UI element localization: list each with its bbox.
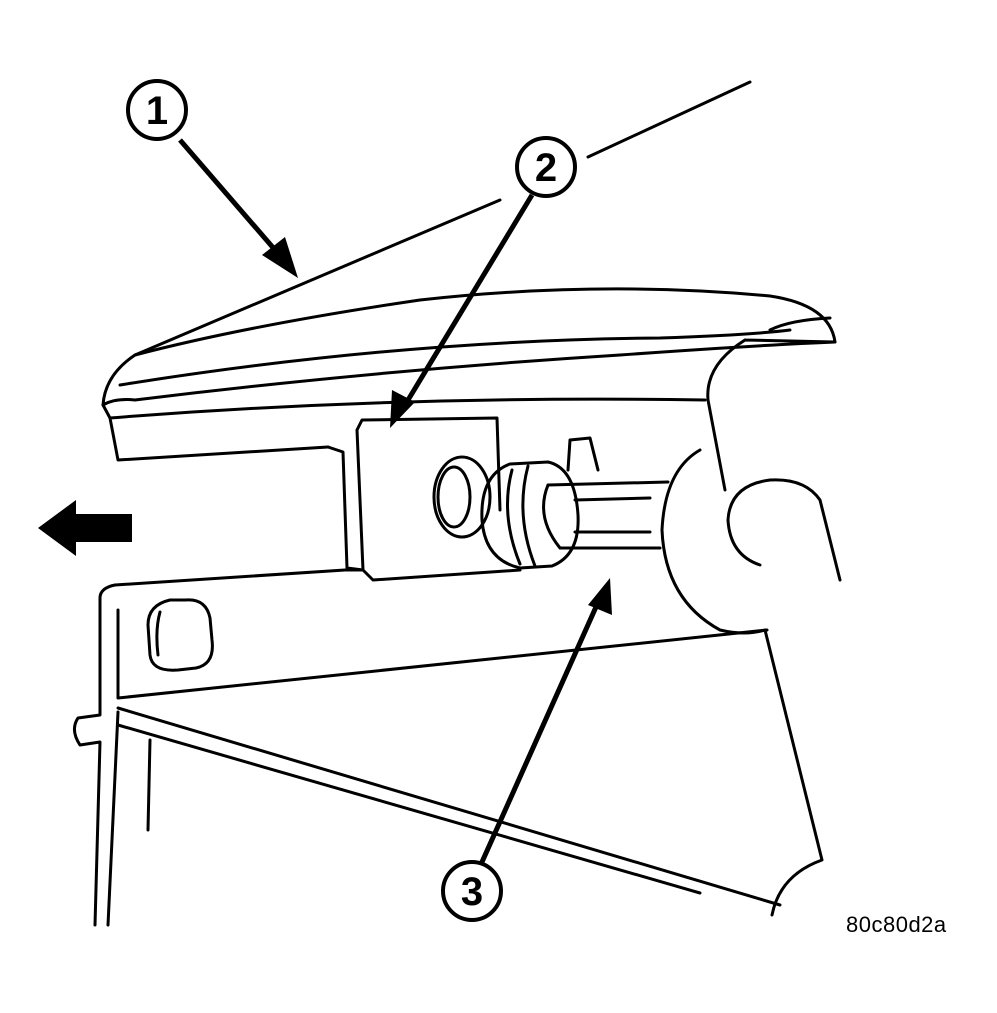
arrowhead-3-icon	[588, 578, 612, 615]
callout-3: 3	[441, 578, 612, 922]
base-slot-inner	[155, 610, 162, 657]
grommet-left-inner	[436, 465, 472, 529]
base-edge-diagonal	[116, 706, 782, 907]
grommet-left	[432, 455, 492, 539]
figure-code: 80c80d2a	[846, 912, 947, 937]
shaft-highlight	[573, 496, 652, 534]
bushing-ring	[506, 464, 537, 568]
shaft	[542, 480, 670, 550]
bracket-tab	[566, 436, 600, 472]
line-art	[73, 80, 842, 927]
callout-label-1: 1	[146, 89, 168, 133]
base-slot	[146, 598, 214, 672]
leader-line-1	[178, 138, 284, 260]
bracket-plate	[355, 416, 522, 582]
callout-2: 2	[390, 136, 577, 428]
callout-circle-1	[126, 79, 188, 141]
hub	[660, 448, 767, 635]
left-arrow-icon	[38, 500, 132, 556]
base-edge-top	[116, 608, 769, 700]
housing-knob	[726, 478, 842, 582]
cover-inner-curve	[118, 328, 792, 387]
cover-top-edge	[133, 80, 752, 357]
base-frame	[73, 568, 365, 927]
callout-label-2: 2	[535, 146, 557, 190]
bushing	[480, 460, 580, 570]
base-inner-lines	[106, 710, 152, 927]
housing-right	[706, 338, 837, 917]
leader-line-3	[479, 596, 603, 864]
cover-end-curve	[768, 316, 832, 332]
callout-circle-2	[515, 136, 577, 198]
arrowhead-1-icon	[262, 237, 298, 278]
callout-circle-3	[441, 860, 503, 922]
cover-panel	[101, 287, 837, 407]
leader-line-2	[399, 193, 535, 412]
arrowhead-2-icon	[390, 390, 415, 428]
callout-1: 1	[126, 79, 298, 278]
callout-label-3: 3	[461, 870, 483, 914]
